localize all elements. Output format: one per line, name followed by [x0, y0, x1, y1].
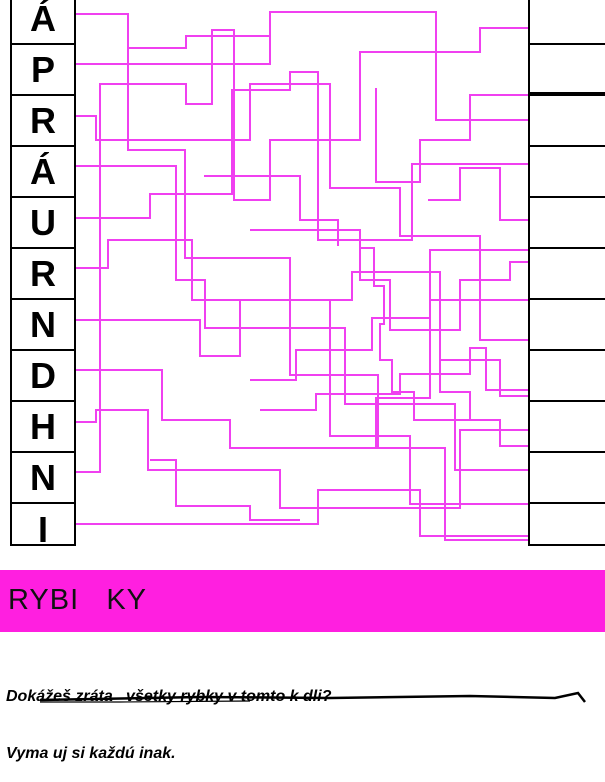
answer-column	[528, 0, 605, 546]
fish-drawing-edge	[0, 690, 605, 712]
maze-lines	[0, 0, 605, 548]
answer-box-4[interactable]	[530, 147, 605, 198]
maze-path-13	[250, 230, 528, 330]
maze-letter-3: R	[12, 96, 74, 147]
maze-letter-8: D	[12, 351, 74, 402]
task-instructions: Dokážeš zráta všetky rybky v tomto k dli…	[6, 649, 596, 782]
maze-letter-2: P	[12, 45, 74, 96]
maze-path-12	[128, 26, 270, 48]
maze-letter-5: U	[12, 198, 74, 249]
section-title: RYBI KY	[8, 584, 147, 617]
maze-letter-4: Á	[12, 147, 74, 198]
maze-path-16	[260, 348, 528, 410]
maze-path-9	[76, 410, 528, 508]
task-line-2: Vyma uj si každú inak.	[6, 744, 596, 763]
maze-letter-6: R	[12, 249, 74, 300]
maze-path-5	[76, 72, 528, 240]
maze-path-18	[428, 168, 528, 220]
answer-box-7[interactable]	[530, 300, 605, 351]
answer-box-10[interactable]	[530, 453, 605, 504]
answer-box-9[interactable]	[530, 402, 605, 453]
maze-path-19	[360, 248, 528, 446]
maze-letter-7: N	[12, 300, 74, 351]
answer-box-3[interactable]	[530, 96, 605, 147]
title-banner: RYBI KY	[0, 570, 605, 632]
maze-letter-11: I	[12, 504, 74, 555]
maze-letter-9: H	[12, 402, 74, 453]
answer-box-11[interactable]	[530, 504, 605, 555]
answer-box-8[interactable]	[530, 351, 605, 402]
answer-box-6[interactable]	[530, 249, 605, 300]
maze-letter-1: Á	[12, 0, 74, 45]
answer-box-1[interactable]	[530, 0, 605, 45]
maze-path-2	[76, 12, 538, 120]
maze-letter-10: N	[12, 453, 74, 504]
answer-box-5[interactable]	[530, 198, 605, 249]
maze-path-17	[376, 88, 528, 182]
answer-box-2[interactable]	[530, 45, 605, 96]
